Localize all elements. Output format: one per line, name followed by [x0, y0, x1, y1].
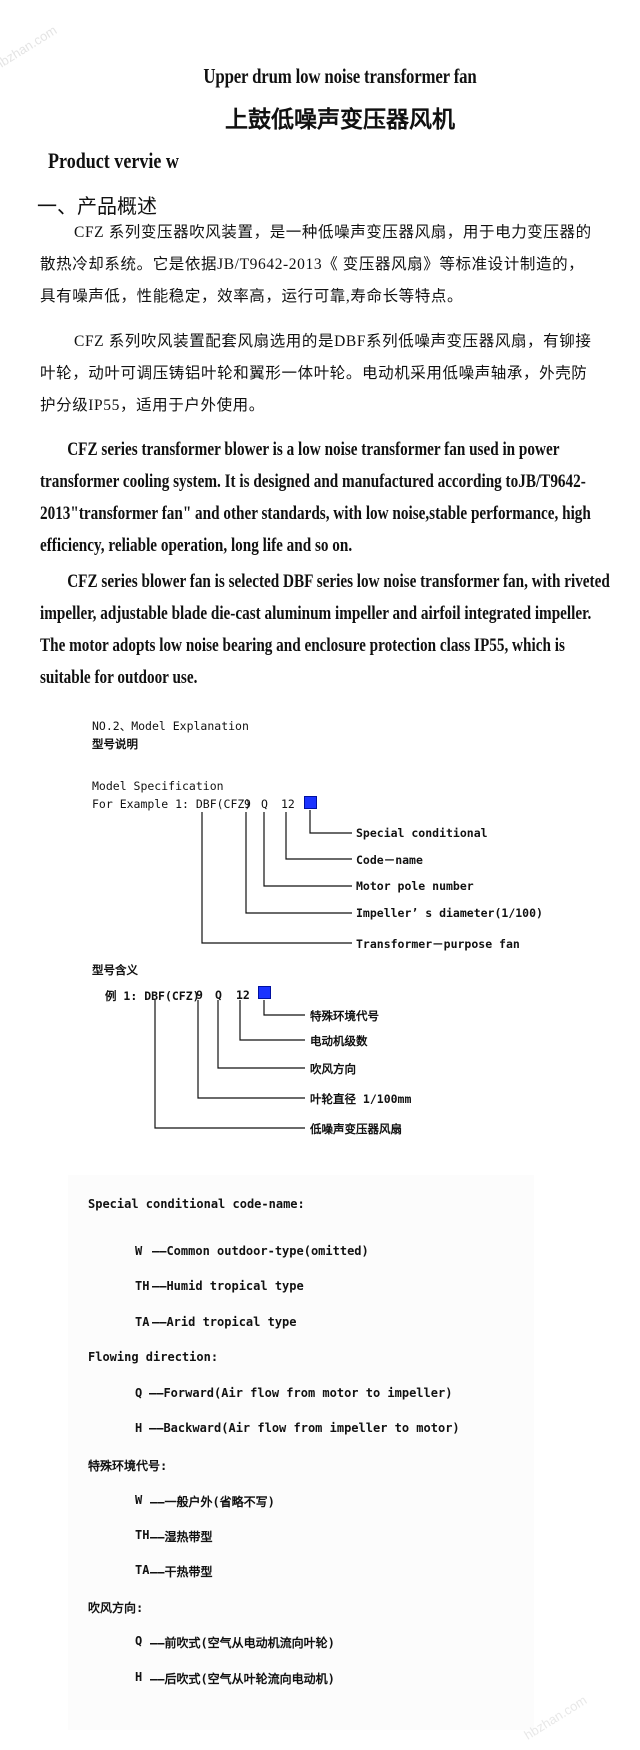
special-desc-th: ——Humid tropical type [152, 1279, 304, 1293]
flow-code-q: Q [135, 1386, 143, 1400]
cn-code-part-poles: 12 [236, 988, 250, 1002]
code-part-direction: Q [261, 797, 268, 811]
cn-label-motor-poles: 电动机级数 [310, 1034, 368, 1048]
paragraph-cn-1: CFZ 系列变压器吹风装置，是一种低噪声变压器风扇，用于电力变压器的散热冷却系统… [40, 217, 600, 313]
label-special-conditional: Special conditional [356, 826, 488, 840]
model-heading-cn: 型号说明 [92, 737, 138, 751]
title-english: Upper drum low noise transformer fan [203, 64, 477, 88]
cn-code-part-diameter: 9 [196, 988, 203, 1002]
overview-heading-chinese: 一、产品概述 [37, 196, 157, 218]
paragraph-cn-2: CFZ 系列吹风装置配套风扇选用的是DBF系列低噪声变压器风扇，有铆接叶轮，动叶… [40, 326, 600, 422]
code-part-poles: 12 [281, 797, 295, 811]
model-example-prefix: For Example 1: DBF(CFZ) [92, 797, 252, 811]
special-code-w: W [135, 1244, 143, 1258]
special-desc-w: ——Common outdoor-type(omitted) [152, 1244, 369, 1258]
cn-special-condition-box [258, 986, 271, 999]
flow-code-q-cn: Q [135, 1634, 143, 1648]
label-impeller-diameter: Impeller’ s diameter(1/100) [356, 906, 543, 920]
cn-label-flow-direction: 吹风方向 [310, 1062, 356, 1076]
flow-desc-q: ——Forward(Air flow from motor to impelle… [149, 1386, 453, 1400]
cn-label-transformer-fan: 低噪声变压器风扇 [310, 1122, 402, 1136]
label-code-name: Code－name [356, 853, 423, 867]
special-code-th: TH [135, 1279, 150, 1293]
cn-example-prefix: 例 1: DBF(CFZ) [105, 989, 200, 1003]
flow-desc-h-cn: ——后吹式(空气从叶轮流向电动机) [150, 1672, 335, 1686]
special-desc-w-cn: ——一般户外(省略不写) [150, 1495, 275, 1509]
label-transformer-purpose-fan: Transformer－purpose fan [356, 937, 520, 951]
paragraph-en-2: CFZ series blower fan is selected DBF se… [40, 566, 616, 694]
cn-label-special: 特殊环境代号 [310, 1009, 379, 1023]
special-code-th-cn: TH [135, 1528, 150, 1542]
model-heading: NO.2、Model Explanation [92, 719, 249, 733]
flow-code-h: H [135, 1421, 143, 1435]
flow-heading: Flowing direction: [88, 1350, 219, 1364]
title-chinese: 上鼓低噪声变压器风机 [225, 107, 455, 132]
paragraph-en-1-text: CFZ series transformer blower is a low n… [40, 439, 591, 556]
special-desc-ta-cn: ——干热带型 [150, 1565, 213, 1579]
flow-heading-cn: 吹风方向: [88, 1601, 144, 1615]
flow-desc-q-cn: ——前吹式(空气从电动机流向叶轮) [150, 1636, 335, 1650]
special-codes-heading: Special conditional code-name: [88, 1197, 305, 1211]
special-desc-ta: ——Arid tropical type [152, 1315, 297, 1329]
overview-heading-english: Product vervie w [48, 148, 179, 173]
special-codes-heading-cn: 特殊环境代号: [88, 1459, 168, 1473]
special-code-ta: TA [135, 1315, 150, 1329]
paragraph-en-1: CFZ series transformer blower is a low n… [40, 434, 616, 562]
code-part-diameter: 9 [244, 797, 251, 811]
special-code-ta-cn: TA [135, 1563, 150, 1577]
model-spec-label: Model Specification [92, 779, 224, 793]
cn-model-heading: 型号含义 [92, 963, 138, 977]
special-condition-box [304, 796, 317, 809]
special-code-w-cn: W [135, 1493, 143, 1507]
paragraph-en-2-text: CFZ series blower fan is selected DBF se… [40, 571, 610, 688]
flow-desc-h: ——Backward(Air flow from impeller to mot… [149, 1421, 460, 1435]
special-desc-th-cn: ——湿热带型 [150, 1530, 213, 1544]
paragraph-cn-1-text: CFZ 系列变压器吹风装置，是一种低噪声变压器风扇，用于电力变压器的散热冷却系统… [40, 224, 592, 305]
cn-label-impeller-diameter: 叶轮直径 1/100mm [310, 1092, 412, 1106]
paragraph-cn-2-text: CFZ 系列吹风装置配套风扇选用的是DBF系列低噪声变压器风扇，有铆接叶轮，动叶… [40, 333, 592, 414]
label-motor-pole-number: Motor pole number [356, 879, 474, 893]
cn-code-part-direction: Q [215, 988, 222, 1002]
flow-code-h-cn: H [135, 1670, 143, 1684]
code-panel [68, 1175, 534, 1730]
